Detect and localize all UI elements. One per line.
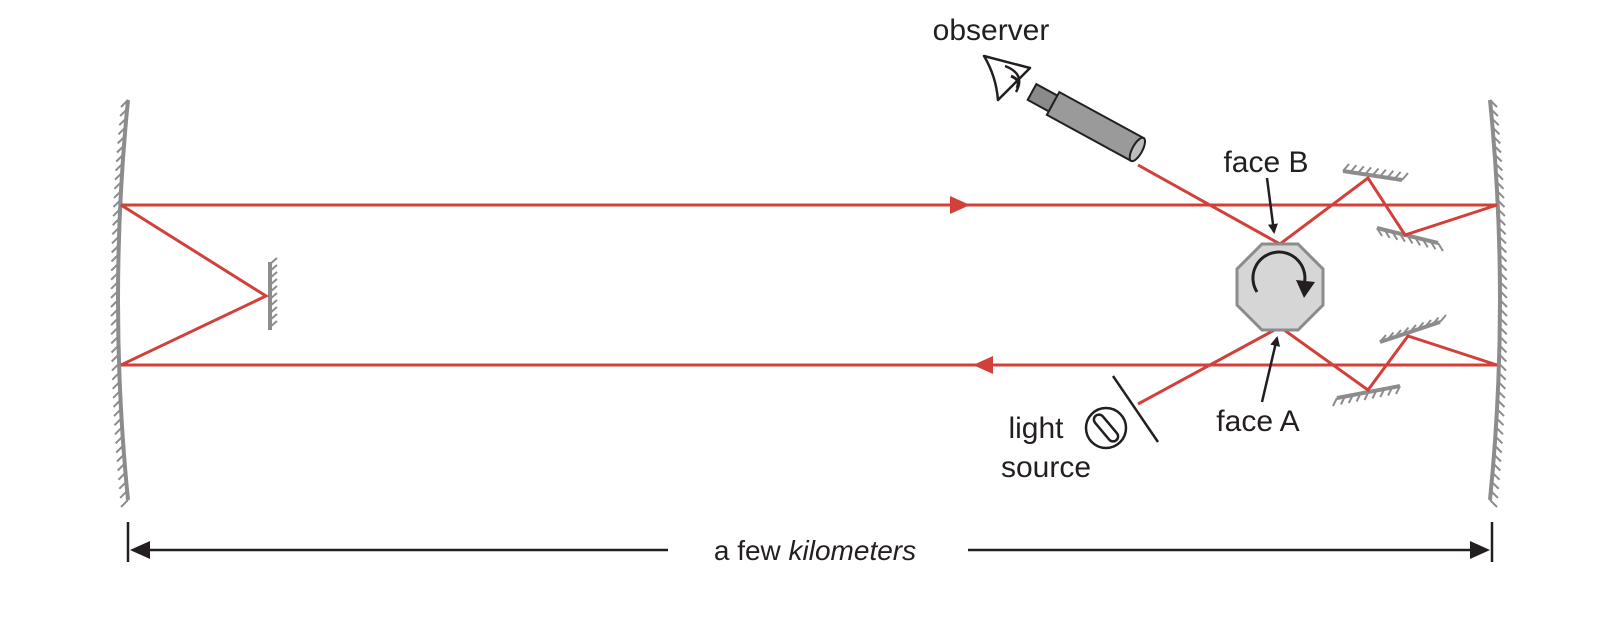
- upper-right-beam: [1137, 163, 1498, 246]
- observer-label: observer: [933, 14, 1050, 47]
- beam-direction-arrow-left: [973, 356, 993, 374]
- light-beam-paths: [120, 163, 1498, 406]
- face-b-label: face B: [1223, 146, 1308, 179]
- clockwise-arrow-icon: [1251, 250, 1315, 298]
- face-b-pointer: [1265, 177, 1278, 234]
- right-curved-mirror: [1488, 99, 1508, 508]
- left-return-beam: [120, 203, 270, 367]
- light-source-label-line1: light: [1008, 412, 1064, 445]
- face-a-label: face A: [1216, 405, 1299, 438]
- eye-icon: [982, 54, 1032, 102]
- face-a-pointer: [1260, 336, 1281, 403]
- lower-right-beam: [1137, 325, 1498, 406]
- light-source-label-line2: source: [1001, 451, 1091, 484]
- telescope-icon: [1026, 82, 1146, 163]
- distance-label: a few kilometers: [714, 535, 916, 566]
- octagonal-rotating-mirror-icon: [1235, 242, 1325, 332]
- distance-dimension: a few kilometers: [126, 522, 1494, 566]
- right-flat-mirrors: [1332, 163, 1447, 407]
- beam-direction-arrow-right: [950, 196, 970, 214]
- lamp-icon: [1084, 406, 1128, 450]
- left-curved-mirror: [110, 99, 130, 508]
- slit: [1111, 375, 1160, 443]
- left-flat-mirror: [268, 257, 278, 330]
